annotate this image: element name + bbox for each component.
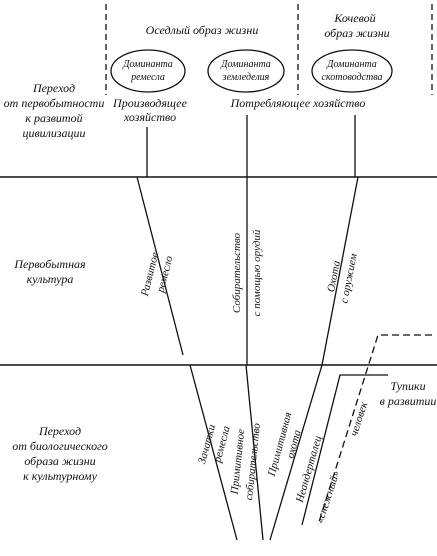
branch-craft-lower	[189, 364, 238, 541]
branch-craft-middle	[136, 176, 184, 356]
header-nomadic-line2: образ жизни	[324, 26, 389, 40]
phase-primitive-line1: Первобытная	[13, 257, 86, 271]
phase-civilization-line1: Переход	[32, 81, 75, 95]
label-snowman-2: человек	[348, 400, 371, 438]
dead-ends-line1: Тупики	[390, 379, 425, 393]
branch-snowman-dashed	[317, 334, 432, 526]
phase-primitive-line2: культура	[27, 272, 74, 286]
branch-neanderthal-lower	[301, 374, 388, 526]
phase-civilization-line3: к развитой	[25, 111, 82, 125]
producing-economy-line1: Производящее	[112, 96, 188, 110]
dead-ends-line2: в развитии	[380, 394, 437, 408]
phase-civilization-line2: от первобытности	[4, 96, 105, 110]
branch-gathering-lower	[245, 364, 264, 541]
dominant-agri-ellipse	[207, 49, 285, 93]
consuming-economy: Потребляющее хозяйство	[230, 96, 366, 110]
header-sedentary: Оседлый образ жизни	[146, 23, 259, 37]
dominant-cattle-ellipse	[311, 49, 393, 93]
label-gathering-tools-2: с помощью орудий	[251, 229, 263, 316]
phase-biological-line4: к культурному	[23, 469, 97, 483]
header-nomadic-line1: Кочевой	[333, 11, 375, 25]
dominant-craft-line1: Доминанта	[122, 59, 173, 70]
dominant-craft-ellipse	[110, 49, 186, 93]
branch-hunting-lower	[269, 364, 323, 541]
dominant-craft-line2: ремесла	[130, 72, 165, 83]
dominant-agri-line1: Доминанта	[220, 59, 271, 70]
producing-economy-line2: хозяйство	[123, 110, 176, 124]
phase-biological-line3: образа жизни	[24, 454, 95, 468]
dominant-cattle-line1: Доминанта	[326, 59, 377, 70]
branch-cattle-middle	[321, 176, 359, 366]
label-snowman-1: «снежный»	[314, 469, 342, 525]
phase-biological-line1: Переход	[38, 424, 81, 438]
phase-biological-line2: от биологического	[12, 439, 108, 453]
label-gathering-tools-1: Собирательство	[231, 232, 243, 313]
phase-civilization-line4: цивилизации	[22, 126, 85, 140]
dominant-agri-line2: земледелия	[222, 72, 270, 83]
dominant-cattle-line2: скотоводства	[321, 72, 382, 83]
